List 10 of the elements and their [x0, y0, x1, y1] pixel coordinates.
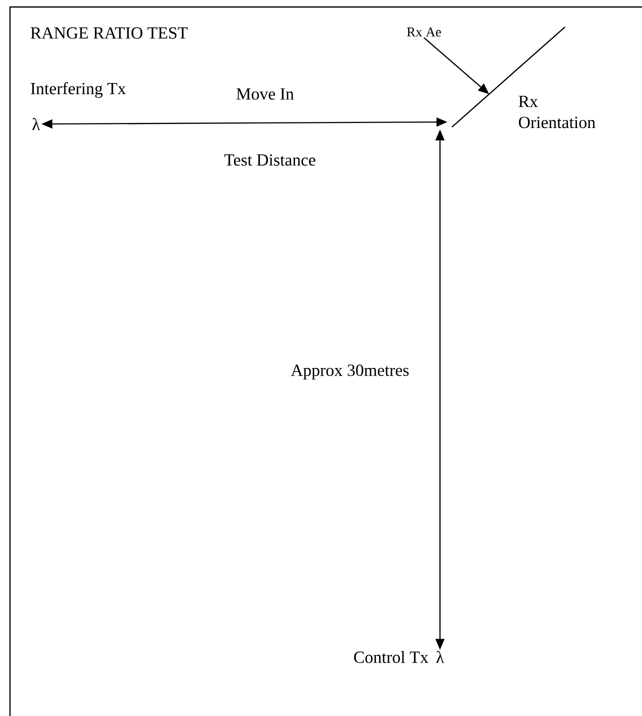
edge-label: Test Distance — [223, 153, 317, 167]
node-caption: Interfering Tx — [30, 82, 126, 98]
node-caption: Control Tx — [354, 651, 428, 663]
node-label: λ — [436, 651, 444, 663]
label: Rx Orientation — [518, 96, 596, 128]
label: Move In — [236, 88, 294, 100]
title: RANGE RATIO TEST — [30, 27, 188, 39]
edge-label: Approx 30metres — [290, 364, 410, 380]
node-label: λ — [32, 118, 40, 130]
node-label: Rx Ae — [406, 28, 441, 37]
